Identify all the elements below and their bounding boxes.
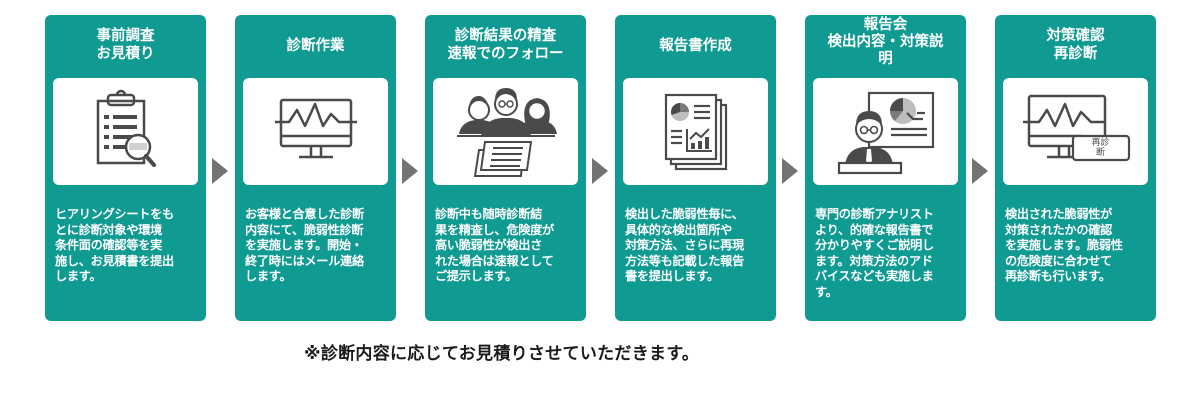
- icon-box: 再診 断: [1003, 78, 1148, 185]
- icon-box: [623, 78, 768, 185]
- step-title: 報告書作成: [659, 38, 732, 54]
- step-title: 対策確認 再診断: [1046, 28, 1105, 62]
- step-description: ヒアリングシートをも とに診断対象や環境 条件面の確認等を実 施し、お見積書を提…: [55, 207, 174, 283]
- step-description: 専門の診断アナリスト より、的確な報告書で 分かりやすくご説明し ます。対策方法…: [815, 207, 934, 299]
- arrow-right-icon: [972, 158, 988, 184]
- step-title: 診断結果の精査 速報でのフォロー: [447, 28, 564, 62]
- arrow-right-icon: [592, 158, 608, 184]
- step-card-diagnosis: 診断作業 お客様と合意した診断 内容にて、脆弱性診断 を実施します。開始・ 終了…: [235, 15, 396, 321]
- rediagnosis-label: 再診 断: [1091, 137, 1110, 158]
- presenter-icon: [837, 91, 934, 174]
- step-description: 検出された脆弱性が 対策されたかの確認 を実施します。脆弱性 の危険度に合わせて…: [1005, 207, 1123, 283]
- step-card-review: 診断結果の精査 速報でのフォロー: [425, 15, 586, 321]
- monitor-rediagnosis-icon: 再診 断: [1021, 92, 1131, 172]
- step-description: お客様と合意した診断 内容にて、脆弱性診断 を実施します。開始・ 終了時にはメー…: [245, 207, 364, 283]
- icon-box: [433, 78, 578, 185]
- step-title: 報告会 検出内容・対策説 明: [827, 17, 944, 67]
- arrow-right-icon: [782, 158, 798, 184]
- step-card-rediagnosis: 対策確認 再診断 再診 断 検出された脆弱性が 対策されたかの確認 を: [995, 15, 1156, 321]
- step-card-estimate: 事前調査 お見積り ヒアリングシートをも とに診断対象や環境 条: [45, 15, 206, 321]
- step-title: 診断作業: [286, 38, 345, 54]
- icon-box: [53, 78, 198, 185]
- clipboard-magnifier-icon: [96, 89, 156, 167]
- step-description: 検出した脆弱性毎に、 具体的な検出箇所や 対策方法、さらに再現 方法等も記載した…: [625, 207, 744, 283]
- step-card-debrief: 報告会 検出内容・対策説 明: [805, 15, 966, 321]
- team-documents-icon: [456, 88, 557, 177]
- icon-box: [813, 78, 958, 185]
- arrow-right-icon: [402, 158, 418, 184]
- estimate-note: ※診断内容に応じてお見積りさせていただきます。: [304, 344, 700, 364]
- step-title: 事前調査 お見積り: [96, 28, 155, 62]
- monitor-pulse-icon: [274, 98, 357, 158]
- arrow-right-icon: [212, 158, 228, 184]
- report-documents-icon: [664, 93, 727, 170]
- step-card-report: 報告書作成: [615, 15, 776, 321]
- icon-box: [243, 78, 388, 185]
- step-description: 診断中も随時診断結 果を精査し、危険度が 高い脆弱性が検出さ れた場合は速報とし…: [435, 207, 554, 283]
